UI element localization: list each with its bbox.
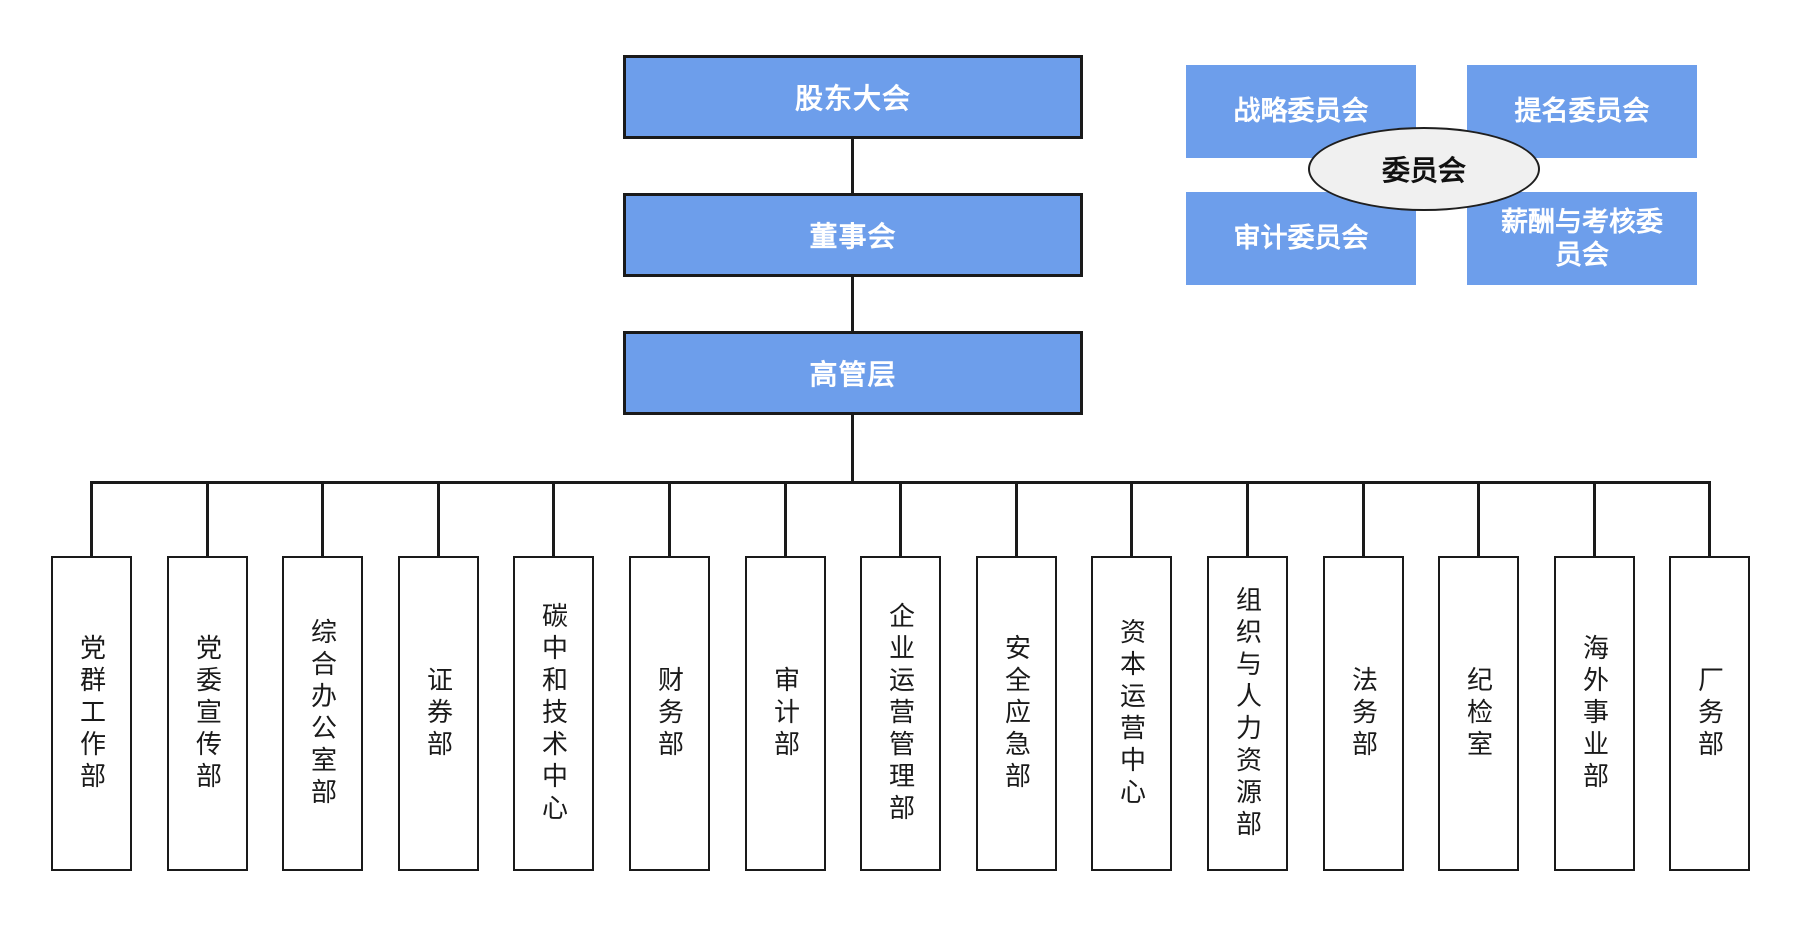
- connector-drop: [1130, 481, 1133, 556]
- committee-label: 提名委员会: [1514, 96, 1650, 127]
- department-label: 纪检室: [1463, 665, 1494, 762]
- department-node-discipline-inspection: 纪检室: [1438, 556, 1519, 871]
- connector-drop: [784, 481, 787, 556]
- department-node-capital-operations: 资本运营中心: [1091, 556, 1172, 871]
- department-label: 厂务部: [1694, 665, 1725, 762]
- department-label: 资本运营中心: [1116, 617, 1147, 810]
- department-label: 证券部: [423, 665, 454, 762]
- org-node-shareholders-meeting: 股东大会: [623, 55, 1083, 139]
- connector-drop: [1593, 481, 1596, 556]
- connector-drop: [321, 481, 324, 556]
- connector-drop: [1477, 481, 1480, 556]
- department-node-party-mass-work: 党群工作部: [51, 556, 132, 871]
- department-label: 企业运营管理部: [885, 601, 916, 826]
- committee-node-remuneration: 薪酬与考核委 员会: [1467, 192, 1697, 285]
- department-label: 碳中和技术中心: [538, 601, 569, 826]
- connector-drop: [206, 481, 209, 556]
- department-node-legal: 法务部: [1323, 556, 1404, 871]
- connector-drop: [1362, 481, 1365, 556]
- department-label: 审计部: [770, 665, 801, 762]
- committee-ellipse: 委员会: [1308, 127, 1540, 211]
- department-label: 安全应急部: [1001, 633, 1032, 794]
- committee-node-nomination: 提名委员会: [1467, 65, 1697, 158]
- org-node-label: 董事会: [809, 221, 897, 252]
- committee-ellipse-label: 委员会: [1381, 155, 1466, 186]
- department-node-safety-emergency: 安全应急部: [976, 556, 1057, 871]
- committee-label: 薪酬与考核委 员会: [1501, 206, 1663, 270]
- department-label: 党群工作部: [76, 633, 107, 794]
- org-node-label: 股东大会: [794, 83, 911, 114]
- department-node-party-publicity: 党委宣传部: [167, 556, 248, 871]
- department-node-plant-services: 厂务部: [1669, 556, 1750, 871]
- department-node-general-office: 综合办公室部: [282, 556, 363, 871]
- org-node-board-of-directors: 董事会: [623, 193, 1083, 277]
- department-label: 组织与人力资源部: [1232, 585, 1263, 842]
- department-node-audit: 审计部: [745, 556, 826, 871]
- department-label: 海外事业部: [1579, 633, 1610, 794]
- department-node-carbon-neutral-tech: 碳中和技术中心: [513, 556, 594, 871]
- committee-label: 审计委员会: [1233, 223, 1369, 254]
- connector-drop: [437, 481, 440, 556]
- department-node-finance: 财务部: [629, 556, 710, 871]
- connector-drop: [90, 481, 93, 556]
- connector-spine-3: [851, 415, 854, 482]
- connector-drop: [552, 481, 555, 556]
- department-label: 党委宣传部: [192, 633, 223, 794]
- connector-drop: [1708, 481, 1711, 556]
- connector-spine-1: [851, 139, 854, 193]
- connector-drop: [899, 481, 902, 556]
- connector-spine-2: [851, 277, 854, 331]
- org-node-label: 高管层: [809, 359, 897, 390]
- department-label: 综合办公室部: [307, 617, 338, 810]
- department-node-org-human-resources: 组织与人力资源部: [1207, 556, 1288, 871]
- department-label: 财务部: [654, 665, 685, 762]
- committee-node-audit: 审计委员会: [1186, 192, 1416, 285]
- connector-drop: [1015, 481, 1018, 556]
- department-node-securities: 证券部: [398, 556, 479, 871]
- department-node-enterprise-operations: 企业运营管理部: [860, 556, 941, 871]
- department-node-overseas-business: 海外事业部: [1554, 556, 1635, 871]
- department-label: 法务部: [1348, 665, 1379, 762]
- connector-drop: [668, 481, 671, 556]
- org-node-executive-management: 高管层: [623, 331, 1083, 415]
- committee-label: 战略委员会: [1233, 96, 1369, 127]
- connector-drop: [1246, 481, 1249, 556]
